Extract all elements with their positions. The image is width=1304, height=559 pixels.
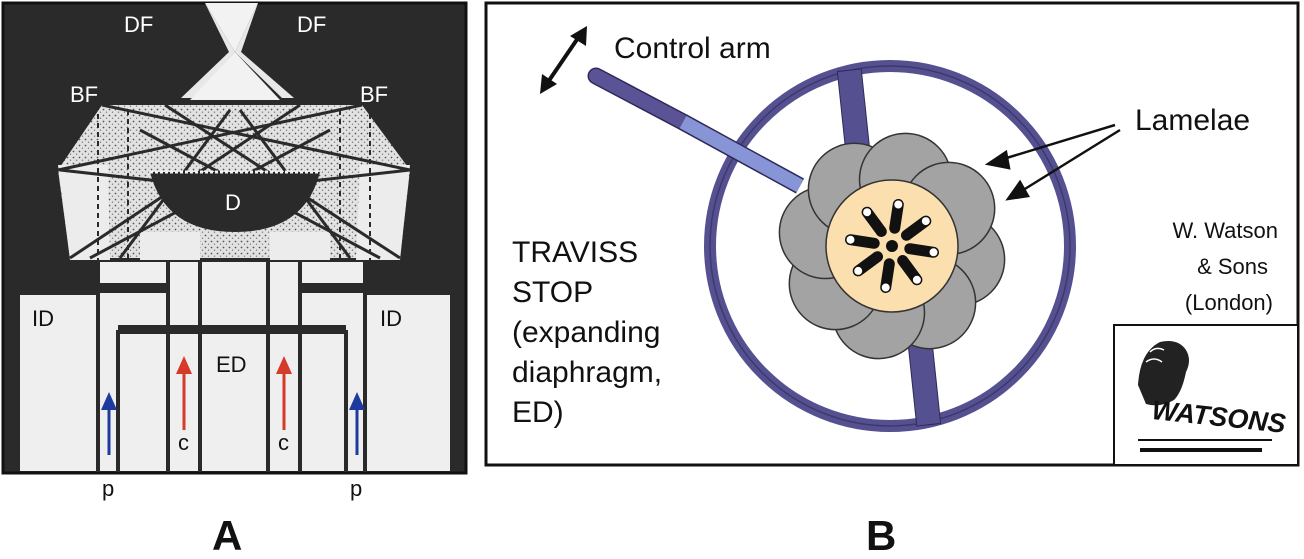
logo-box — [1113, 324, 1299, 466]
hub-pins — [845, 199, 939, 293]
hub-pin — [862, 207, 873, 218]
label-p-right: p — [350, 476, 362, 501]
panel-a: DF DF BF BF D ID ID ED c c p p A — [1, 1, 468, 559]
traviss-line-5: ED) — [512, 396, 564, 429]
traviss-line-3: (expanding — [512, 316, 660, 349]
dark-field-cones — [181, 3, 294, 100]
control-arm-label: Control arm — [614, 32, 771, 65]
hub-pin — [880, 282, 891, 293]
hub-pin — [893, 199, 904, 210]
maker-line-3: (London) — [1185, 290, 1273, 315]
label-bf-right: BF — [360, 82, 388, 107]
label-d: D — [225, 190, 241, 215]
hub-pin — [928, 247, 939, 258]
condenser-bands — [58, 165, 410, 260]
hub-pin — [845, 234, 856, 245]
central-stop-d — [150, 172, 320, 232]
label-ed: ED — [216, 352, 247, 377]
panel-letter-a: A — [212, 512, 242, 559]
traviss-line-1: TRAVISS — [512, 236, 638, 269]
hub-center-dot — [886, 240, 898, 252]
peripheral-arrow-right — [349, 392, 365, 455]
control-arm-move-arrow — [540, 26, 587, 94]
hub-pin — [853, 265, 864, 276]
label-bf-left: BF — [70, 82, 98, 107]
central-arrow-left — [176, 356, 192, 430]
lamelae-label: Lamelae — [1135, 104, 1250, 137]
label-df-right: DF — [297, 12, 326, 37]
hub-pin — [911, 274, 922, 285]
control-arm — [587, 67, 805, 194]
inner-diaphragm-left — [20, 283, 166, 293]
tube-dividers — [96, 262, 367, 472]
label-p-left: p — [102, 476, 114, 501]
hub-pin — [920, 216, 931, 227]
peripheral-arrow-left — [101, 392, 117, 455]
label-c-right: c — [278, 430, 289, 455]
label-c-left: c — [178, 430, 189, 455]
inner-diaphragm-right — [300, 283, 450, 293]
condenser-dashes — [97, 105, 371, 262]
panel-letter-b: B — [866, 512, 896, 559]
expanding-diaphragm — [118, 325, 346, 334]
label-id-left: ID — [32, 306, 54, 331]
traviss-line-2: STOP — [512, 276, 593, 309]
traviss-line-4: diaphragm, — [512, 356, 662, 389]
label-id-right: ID — [380, 306, 402, 331]
label-df-left: DF — [124, 12, 153, 37]
central-arrow-right — [276, 356, 292, 430]
maker-line-2: & Sons — [1197, 254, 1268, 279]
maker-line-1: W. Watson — [1172, 218, 1278, 243]
lamelae-arrows — [984, 123, 1121, 201]
panel-b: Control arm Lamelae TRAVISS — [484, 1, 1300, 559]
